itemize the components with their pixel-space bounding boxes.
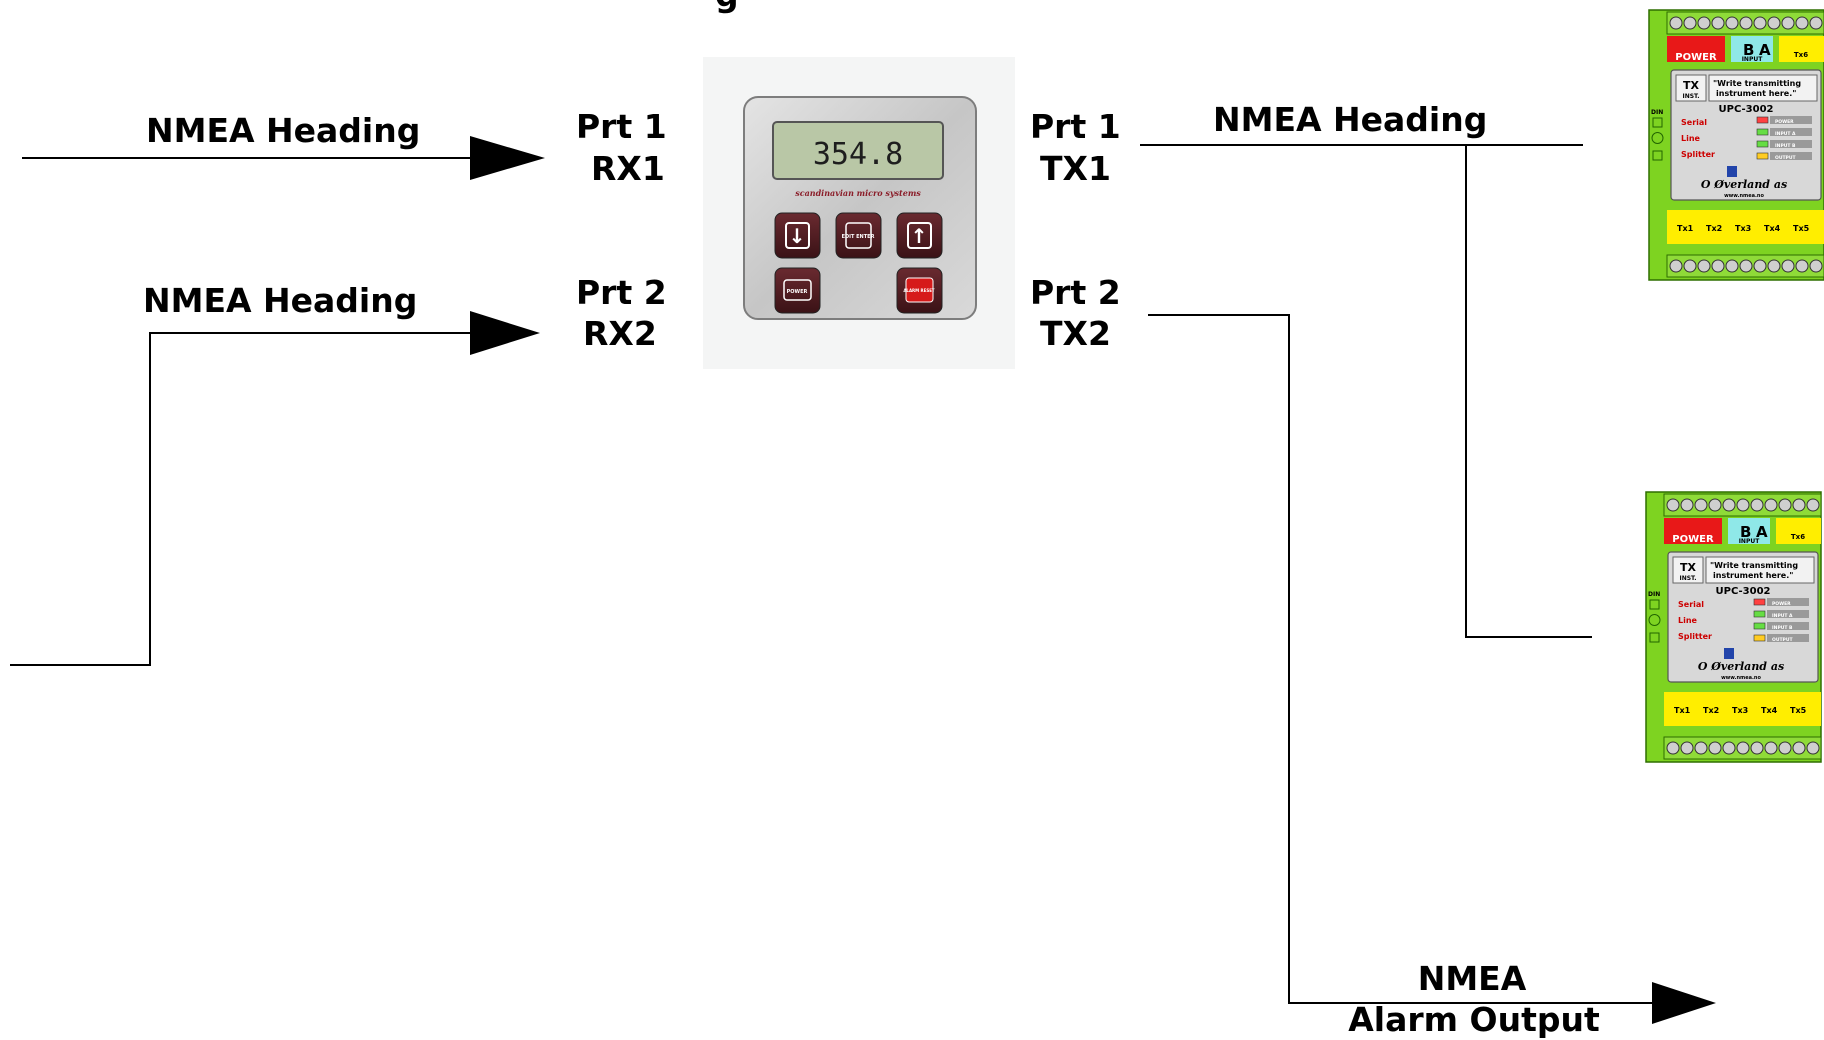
splitter-2-inst: INST. — [1679, 575, 1696, 582]
splitter-module-2: POWER B A INPUT Tx6 TX INST. "Write tran… — [1645, 491, 1822, 763]
splitter-1-tx3: Tx3 — [1735, 224, 1751, 233]
splitter-1-note-2: instrument here." — [1716, 89, 1796, 98]
splitter-1-web: www.nmea.no — [1724, 193, 1764, 199]
splitter-2-tx5: Tx5 — [1790, 706, 1807, 715]
splitter-2-note-1: "Write transmitting — [1710, 561, 1798, 570]
splitter-2-web: www.nmea.no — [1721, 675, 1761, 681]
splitter-1-tx1: Tx1 — [1677, 224, 1694, 233]
splitter-module-1: POWER B A INPUT Tx6 TX INST. "Write tran… — [1648, 9, 1824, 281]
splitter-1-serial: Serial — [1681, 118, 1707, 127]
splitter-2-input: INPUT — [1739, 538, 1761, 545]
key-edit-enter[interactable]: EDIT ENTER — [835, 212, 882, 259]
port-2-tx-line1: Prt 2 — [1030, 273, 1121, 312]
splitter-1-led-input-a: INPUT A — [1775, 131, 1796, 137]
diagram-title-fragment: g — [715, 0, 739, 14]
splitter-1-a: A — [1759, 41, 1771, 59]
key-up[interactable]: ↑ — [896, 212, 943, 259]
key-alarm-reset-label: ALARM RESET — [903, 288, 935, 293]
splitter-2-tx6: Tx6 — [1791, 533, 1805, 541]
splitter-2-led-power: POWER — [1772, 601, 1791, 607]
splitter-2-maker: O Øverland as — [1698, 660, 1784, 673]
splitter-2-tx: TX — [1680, 561, 1697, 574]
splitter-2-led-input-b: INPUT B — [1772, 625, 1793, 631]
input-1-arrow — [470, 136, 545, 180]
alarm-output-line2: Alarm Output — [1348, 1000, 1600, 1039]
port-1-tx-line1: Prt 1 — [1030, 107, 1121, 146]
input-2-label: NMEA Heading — [143, 281, 417, 320]
key-edit-enter-label: EDIT ENTER — [842, 234, 875, 240]
splitter-2-model: UPC-3002 — [1716, 586, 1771, 597]
input-2-wire — [10, 332, 472, 666]
splitter-2-din: DIN — [1648, 591, 1660, 598]
splitter-1-led-output: OUTPUT — [1775, 155, 1797, 161]
output-heading-label: NMEA Heading — [1213, 100, 1487, 139]
alarm-output-arrow — [1652, 982, 1716, 1024]
splitter-2-a: A — [1756, 523, 1768, 541]
splitter-2-splitter: Splitter — [1678, 632, 1712, 641]
input-1-label: NMEA Heading — [146, 111, 420, 150]
port-1-rx-line2: RX1 — [591, 149, 665, 188]
splitter-2-tx4: Tx4 — [1761, 706, 1778, 715]
splitter-1-inst: INST. — [1682, 93, 1699, 100]
splitter-2-tx1: Tx1 — [1674, 706, 1691, 715]
splitter-2-note-2: instrument here." — [1713, 571, 1793, 580]
key-power[interactable]: POWER — [774, 267, 821, 314]
arrow-down-icon: ↓ — [789, 224, 806, 248]
splitter-1-power: POWER — [1675, 52, 1717, 63]
splitter-1-led-power: POWER — [1775, 119, 1794, 125]
key-alarm-reset[interactable]: ALARM RESET — [896, 267, 943, 314]
arrow-up-icon: ↑ — [911, 224, 928, 248]
splitter-1-splitter: Splitter — [1681, 150, 1715, 159]
splitter-1-tx5: Tx5 — [1793, 224, 1810, 233]
splitter-1-din: DIN — [1651, 109, 1663, 116]
tx2-wire — [1148, 314, 1658, 1004]
device-brand: scandinavian micro systems — [795, 188, 921, 198]
splitter-1-model: UPC-3002 — [1719, 104, 1774, 115]
splitter-1-input: INPUT — [1742, 56, 1764, 63]
splitter-1-tx2: Tx2 — [1706, 224, 1722, 233]
key-down[interactable]: ↓ — [774, 212, 821, 259]
splitter-1-note-1: "Write transmitting — [1713, 79, 1801, 88]
input-2-arrow — [470, 311, 540, 355]
port-1-rx-line1: Prt 1 — [576, 107, 667, 146]
port-1-tx-line2: TX1 — [1040, 149, 1111, 188]
splitter-2-b: B — [1740, 523, 1751, 541]
splitter-2-line: Line — [1678, 616, 1698, 625]
splitter-1-tx4: Tx4 — [1764, 224, 1781, 233]
splitter-1-b: B — [1743, 41, 1754, 59]
tx1-branch-wire — [1465, 145, 1592, 638]
lcd-display — [772, 121, 944, 180]
lcd-value: 354.8 — [813, 137, 903, 172]
splitter-2-led-output: OUTPUT — [1772, 637, 1794, 643]
splitter-2-power: POWER — [1672, 534, 1714, 545]
splitter-1-tx: TX — [1683, 79, 1700, 92]
port-2-rx-line2: RX2 — [583, 314, 657, 353]
port-2-tx-line2: TX2 — [1040, 314, 1111, 353]
alarm-output-line1: NMEA — [1418, 959, 1527, 998]
splitter-2-led-input-a: INPUT A — [1772, 613, 1793, 619]
splitter-2-tx3: Tx3 — [1732, 706, 1748, 715]
splitter-1-led-input-b: INPUT B — [1775, 143, 1796, 149]
splitter-1-line: Line — [1681, 134, 1701, 143]
central-unit: 354.8 scandinavian micro systems ↓ EDIT … — [703, 57, 1015, 369]
splitter-1-maker: O Øverland as — [1701, 178, 1787, 191]
splitter-2-serial: Serial — [1678, 600, 1704, 609]
splitter-1-tx6: Tx6 — [1794, 51, 1808, 59]
splitter-2-tx2: Tx2 — [1703, 706, 1719, 715]
port-2-rx-line1: Prt 2 — [576, 273, 667, 312]
key-power-label: POWER — [787, 289, 808, 295]
